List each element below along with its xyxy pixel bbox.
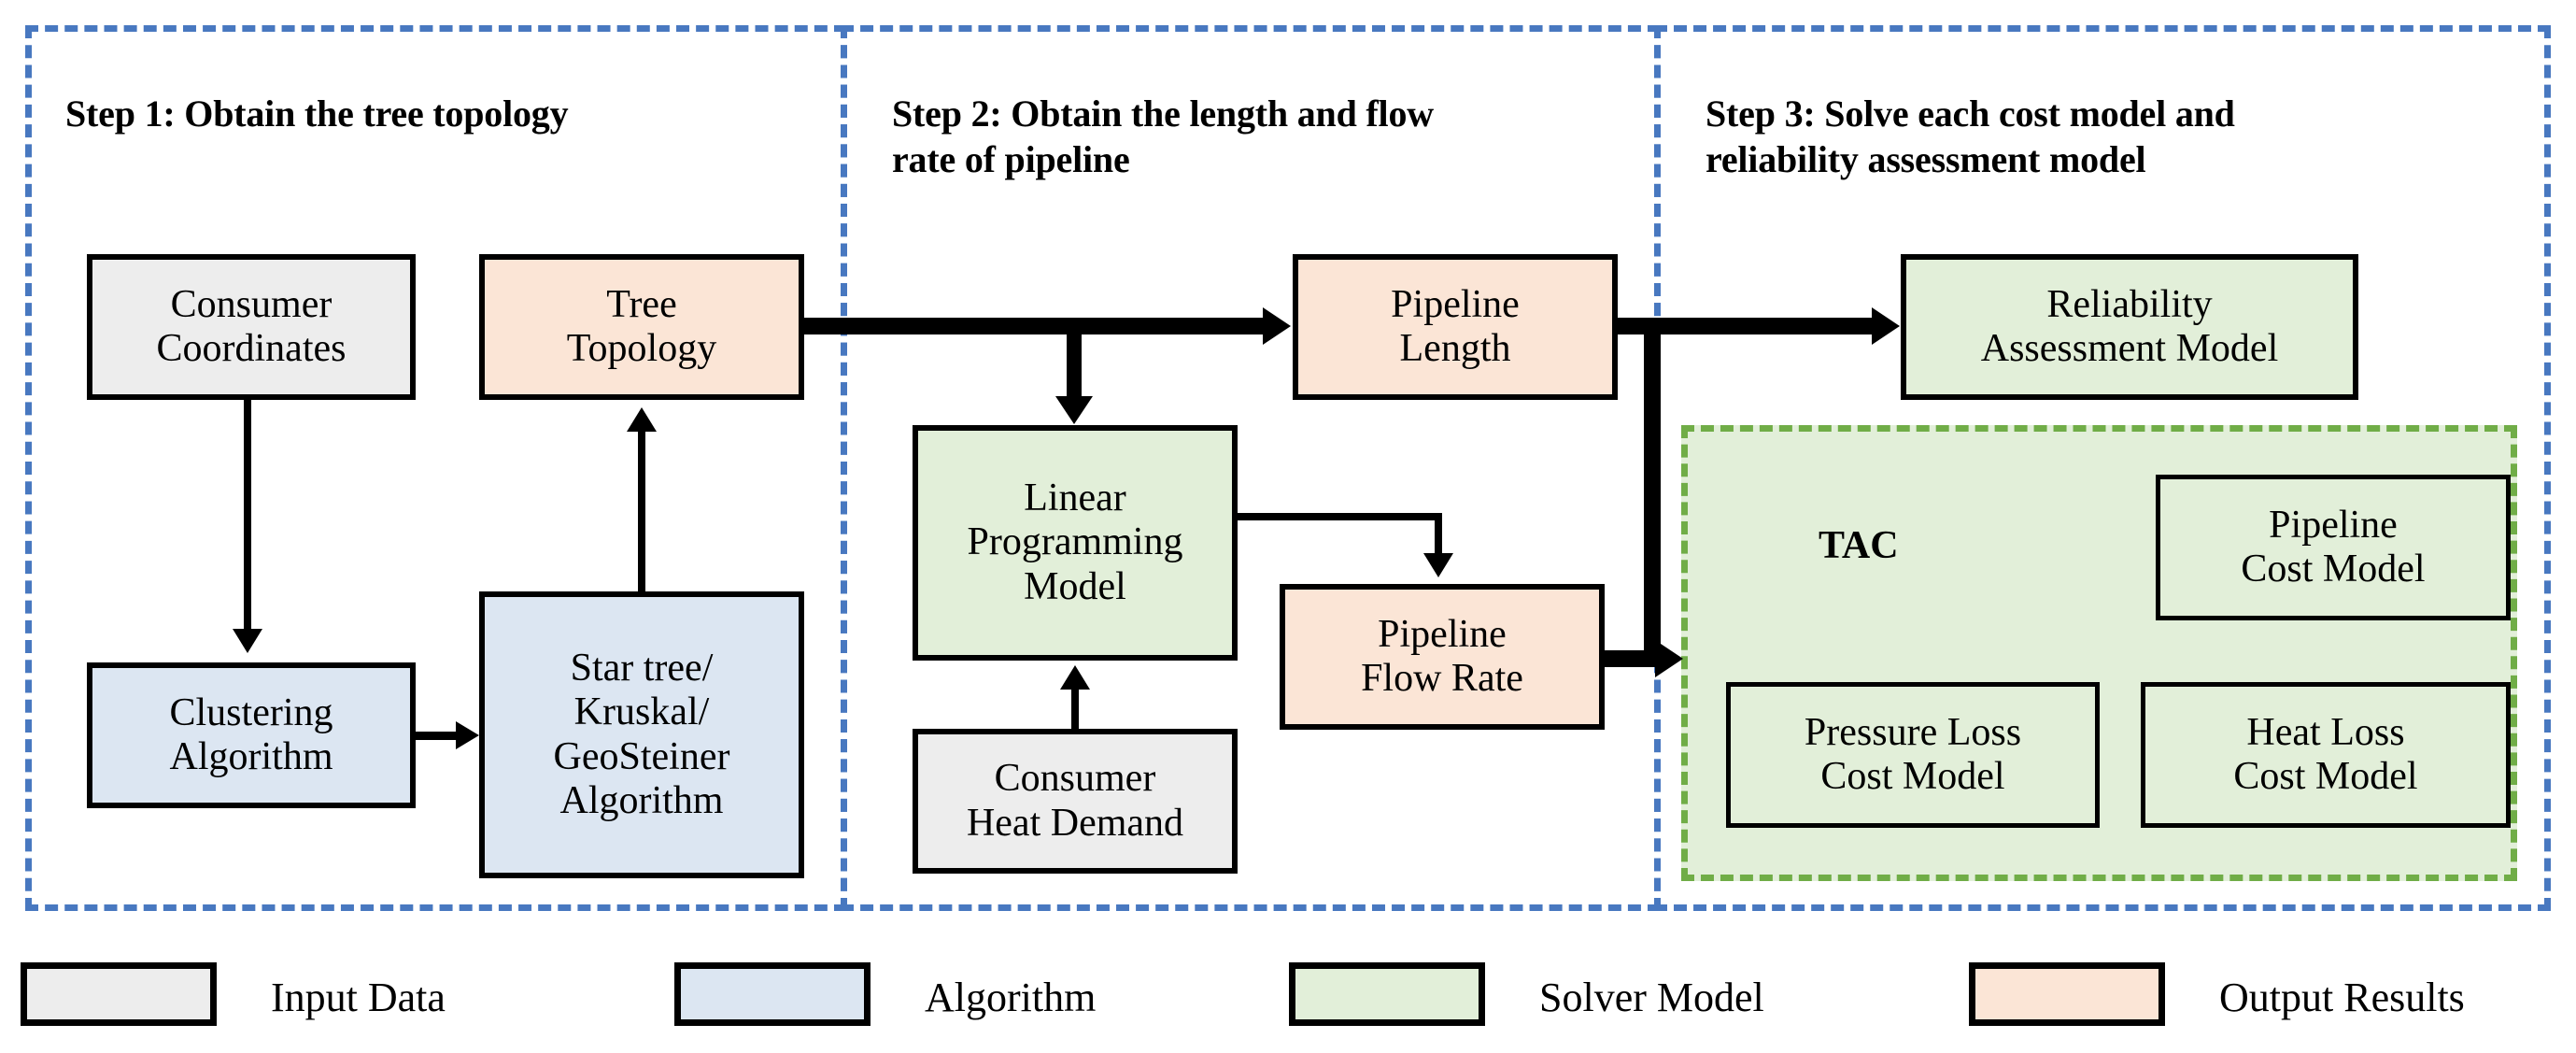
arrowhead-flowrate-to-tac bbox=[1655, 640, 1683, 677]
edge-heatdemand-to-lpmodel bbox=[1071, 690, 1079, 731]
edge-lpmodel-to-flowrate-vertical bbox=[1435, 513, 1442, 555]
edge-treetopology-to-lpmodel bbox=[1067, 326, 1082, 397]
legend-swatch-output-results bbox=[1969, 962, 2165, 1026]
legend-swatch-algorithm bbox=[674, 962, 870, 1026]
tac-label: TAC bbox=[1819, 524, 1899, 567]
arrowhead-treetopology-to-lpmodel bbox=[1055, 396, 1093, 424]
legend-swatch-solver-model bbox=[1289, 962, 1485, 1026]
step-2-title: Step 2: Obtain the length and flow rate … bbox=[892, 92, 1434, 180]
legend-label-output-results: Output Results bbox=[2219, 975, 2465, 1020]
arrowhead-clustering-to-startree bbox=[456, 721, 479, 749]
edge-lpmodel-to-flowrate-horizontal bbox=[1238, 513, 1442, 520]
node-tree-topology[interactable]: Tree Topology bbox=[479, 254, 804, 400]
node-consumer-coordinates[interactable]: Consumer Coordinates bbox=[87, 254, 416, 400]
node-linear-programming-model[interactable]: Linear Programming Model bbox=[913, 425, 1238, 661]
node-pipeline-length[interactable]: Pipeline Length bbox=[1293, 254, 1618, 400]
edge-flowrate-to-tac bbox=[1603, 650, 1663, 667]
node-star-kruskal-geosteiner[interactable]: Star tree/ Kruskal/ GeoSteiner Algorithm bbox=[479, 591, 804, 878]
node-reliability-assessment-model[interactable]: Reliability Assessment Model bbox=[1901, 254, 2358, 400]
arrowhead-heatdemand-to-lpmodel bbox=[1060, 665, 1090, 690]
edge-coordinates-to-clustering bbox=[244, 400, 251, 629]
step-3-title: Step 3: Solve each cost model and reliab… bbox=[1706, 92, 2235, 180]
node-pipeline-flow-rate[interactable]: Pipeline Flow Rate bbox=[1280, 584, 1605, 730]
node-consumer-heat-demand[interactable]: Consumer Heat Demand bbox=[913, 729, 1238, 874]
arrowhead-startree-to-treetopology bbox=[627, 407, 657, 432]
arrowhead-lpmodel-to-flowrate bbox=[1423, 553, 1453, 577]
arrowhead-pipelinelength-to-reliability bbox=[1872, 307, 1900, 345]
legend-label-algorithm: Algorithm bbox=[925, 975, 1097, 1020]
node-heat-loss-cost-model[interactable]: Heat Loss Cost Model bbox=[2141, 682, 2511, 828]
legend-swatch-input-data bbox=[21, 962, 217, 1026]
edge-startree-to-treetopology bbox=[638, 432, 645, 591]
node-pipeline-cost-model[interactable]: Pipeline Cost Model bbox=[2156, 475, 2511, 620]
edge-treetopology-to-pipelinelength bbox=[801, 318, 1267, 334]
legend-label-solver-model: Solver Model bbox=[1539, 975, 1764, 1020]
edge-clustering-to-startree bbox=[416, 732, 459, 740]
node-pressure-loss-cost-model[interactable]: Pressure Loss Cost Model bbox=[1726, 682, 2100, 828]
arrowhead-coordinates-to-clustering bbox=[233, 629, 262, 653]
edge-pipelinelength-to-reliability bbox=[1614, 318, 1875, 334]
step-1-title: Step 1: Obtain the tree topology bbox=[65, 92, 569, 135]
edge-pipelinelength-to-tac-vertical bbox=[1644, 318, 1661, 659]
legend-label-input-data: Input Data bbox=[271, 975, 446, 1020]
arrowhead-treetopology-to-pipelinelength bbox=[1263, 307, 1291, 345]
node-clustering-algorithm[interactable]: Clustering Algorithm bbox=[87, 662, 416, 808]
